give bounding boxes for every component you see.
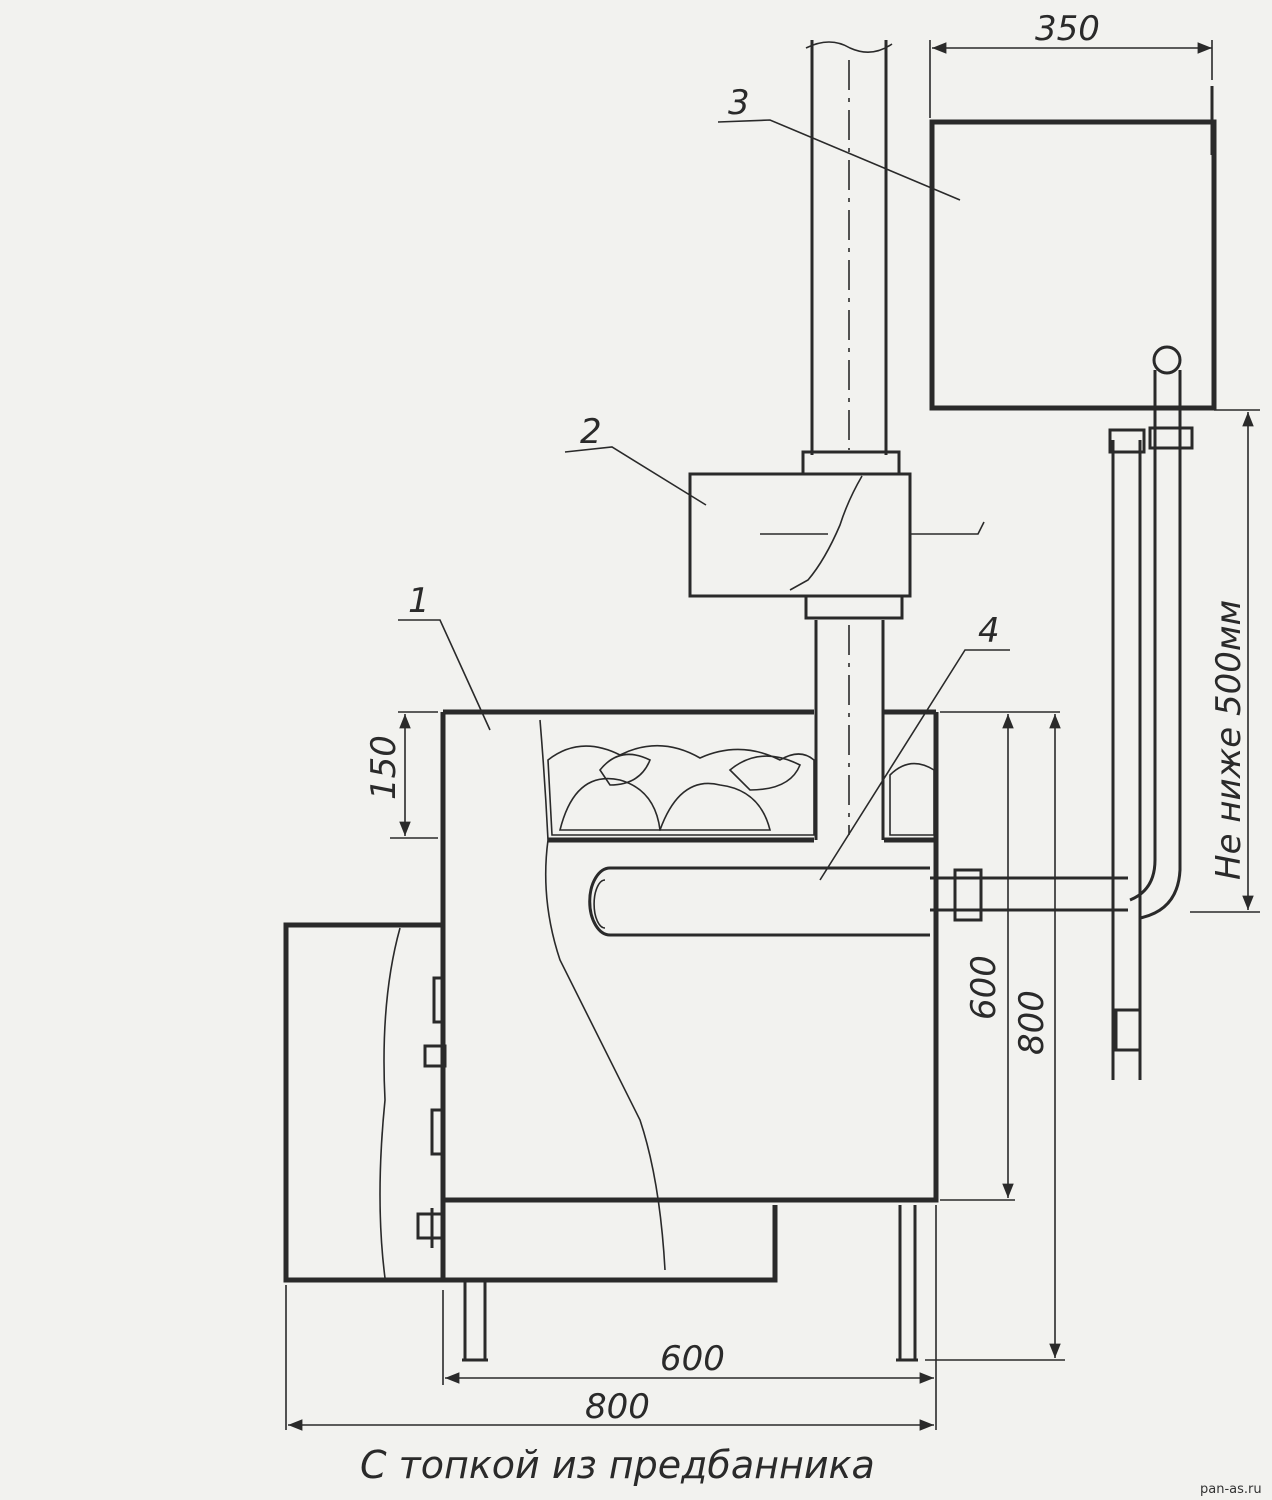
stove-body xyxy=(398,619,939,1271)
stones xyxy=(547,744,935,836)
dim-top-width: 350 xyxy=(1035,9,1100,49)
drawing-caption: С топкой из предбанника xyxy=(360,1443,875,1487)
supply-pipes xyxy=(930,345,1194,1080)
label-water-tank: 3 xyxy=(728,83,750,123)
dimension-texts: 350 150 600 800 Не ниже 500мм 600 800 xyxy=(364,9,1249,1427)
dim-outer-height: 800 xyxy=(1012,990,1052,1055)
firebox xyxy=(283,922,778,1283)
label-heat-pipe: 4 xyxy=(978,611,1000,651)
stove-legs xyxy=(462,1205,918,1362)
dim-min-elevation: Не ниже 500мм xyxy=(1209,600,1249,880)
dim-outer-width: 800 xyxy=(585,1387,650,1427)
water-tank xyxy=(717,40,1217,411)
heat-exchanger-pipe xyxy=(588,649,1010,937)
dim-stones-height: 150 xyxy=(364,735,404,800)
label-damper: 2 xyxy=(580,412,602,452)
watermark: pan-as.ru xyxy=(1200,1482,1262,1497)
label-tank: 1 xyxy=(408,581,430,621)
dim-inner-width: 600 xyxy=(660,1339,725,1379)
chimney-pipe xyxy=(805,40,893,840)
dim-inner-height: 600 xyxy=(964,955,1004,1020)
dimension-lines xyxy=(285,409,1260,1431)
chimney-damper xyxy=(564,446,985,620)
part-labels: 3 2 1 4 xyxy=(408,83,1000,651)
